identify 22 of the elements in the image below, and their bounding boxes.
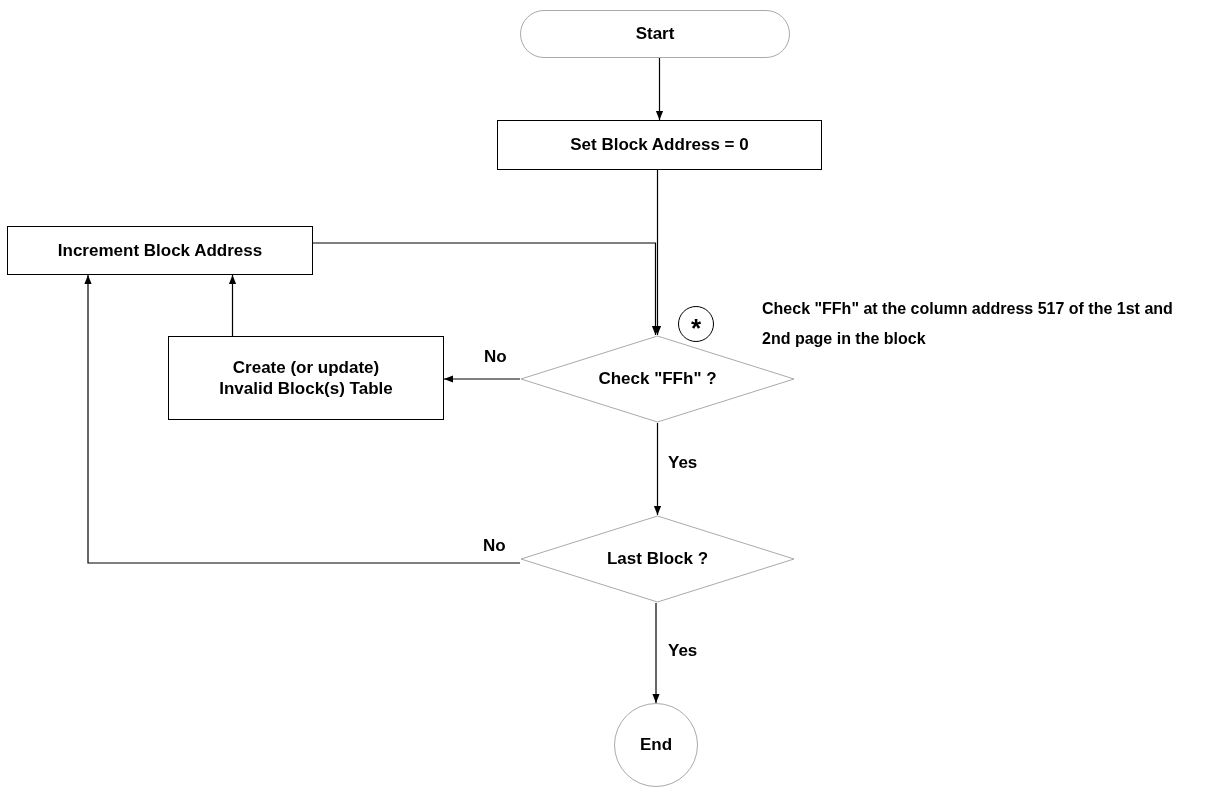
node-label: Check "FFh" ? [598, 368, 717, 390]
node-label: Set Block Address = 0 [570, 134, 749, 156]
arrow [443, 375, 521, 383]
process-box [7, 226, 313, 275]
node-label: Increment Block Address [57, 239, 263, 262]
node-label: Last Block ? [606, 548, 709, 570]
note-text: Check "FFh" at the column address 517 of the 1st and 2nd page in the block [762, 299, 1174, 349]
decision-diamond [520, 515, 795, 603]
arrow [312, 242, 660, 336]
node-label: Start [635, 23, 675, 45]
node-label: Create (or update) Invalid Block(s) Table [218, 356, 394, 400]
arrow [655, 57, 664, 121]
asterisk: * [690, 315, 702, 341]
arrow [653, 169, 662, 336]
arrow [652, 602, 660, 704]
process-box [497, 120, 822, 170]
terminal-shape [520, 10, 790, 58]
node-label: End [639, 734, 673, 756]
arrow [228, 274, 237, 337]
process-box [168, 336, 444, 420]
arrow [653, 422, 662, 516]
arrow [84, 274, 521, 564]
